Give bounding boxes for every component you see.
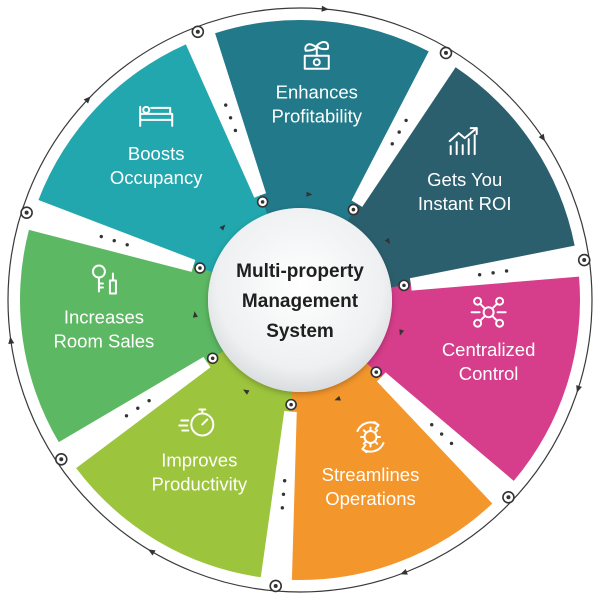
gap-dot bbox=[491, 271, 495, 275]
segment-label-room-sales-line2: Room Sales bbox=[54, 331, 155, 352]
gap-dot bbox=[124, 414, 129, 418]
money-plant-icon bbox=[303, 41, 330, 70]
inner-arrow bbox=[219, 224, 226, 231]
gap-dot bbox=[281, 492, 286, 496]
inner-arrow bbox=[306, 191, 313, 197]
segment-control bbox=[383, 276, 580, 481]
ring-arc-room-sales bbox=[188, 264, 224, 363]
gap-dot bbox=[125, 243, 129, 247]
segment-label-room-sales-line1: Increases bbox=[64, 307, 144, 328]
ring-arc-productivity bbox=[206, 350, 293, 412]
outer-ring bbox=[7, 7, 593, 593]
boundary-dot-outer-center bbox=[195, 29, 200, 34]
inner-arrow bbox=[192, 311, 198, 318]
ring-arc-roi bbox=[346, 203, 412, 288]
segment-label-occupancy-line2: Occupancy bbox=[110, 167, 203, 188]
segment-label-roi-line1: Gets You bbox=[427, 169, 502, 190]
segment-productivity bbox=[76, 366, 285, 578]
boundary-dot-inner-center bbox=[260, 200, 265, 204]
segment-room-sales bbox=[19, 229, 206, 443]
center-title-line1: Multi-property bbox=[236, 261, 364, 282]
ring-arc-occupancy bbox=[193, 194, 268, 273]
boundary-dot-inner-center bbox=[289, 402, 293, 407]
gap-dot bbox=[477, 273, 482, 277]
gap-dot bbox=[439, 432, 444, 436]
gap-dot bbox=[397, 130, 401, 134]
ring-decorations bbox=[8, 5, 591, 593]
outer-arrow bbox=[576, 385, 582, 393]
gap-dot bbox=[233, 128, 238, 133]
bed-icon bbox=[139, 105, 174, 127]
center-title-line3: System bbox=[266, 321, 334, 342]
gap-dot bbox=[136, 406, 140, 410]
inner-color-ring bbox=[188, 188, 413, 412]
gap-dot bbox=[112, 238, 116, 243]
segment-label-profitability-line2: Profitability bbox=[272, 106, 363, 127]
gap-dot bbox=[449, 441, 454, 446]
segment-label-roi-line2: Instant ROI bbox=[418, 193, 512, 214]
inner-arrow bbox=[243, 389, 250, 395]
inner-arrow bbox=[334, 395, 341, 401]
gap-dot bbox=[280, 506, 285, 510]
segment-label-occupancy-line1: Boosts bbox=[128, 143, 185, 164]
stopwatch-icon bbox=[178, 408, 215, 437]
gap-dot bbox=[504, 269, 509, 273]
boundary-dot-inner-center bbox=[374, 370, 379, 374]
segment-profitability bbox=[215, 19, 429, 203]
segment-label-operations-line1: Streamlines bbox=[322, 464, 420, 485]
outer-arrow bbox=[148, 549, 156, 556]
boundary-dot-outer-center bbox=[506, 495, 511, 500]
segment-operations bbox=[291, 379, 493, 580]
outer-arrow bbox=[400, 568, 408, 575]
gap-dot bbox=[99, 234, 103, 239]
boundary-dot-inner-center bbox=[402, 283, 406, 288]
ring-arc-control bbox=[366, 284, 413, 378]
gap-dot bbox=[390, 142, 394, 146]
ring-arc-profitability bbox=[260, 188, 358, 222]
growth-chart-icon bbox=[448, 127, 478, 156]
segment-roi bbox=[361, 67, 575, 279]
segment-label-productivity-line1: Improves bbox=[161, 449, 237, 470]
boundary-dot-outer-center bbox=[582, 258, 587, 263]
center-hub bbox=[208, 208, 392, 392]
segment-label-operations-line2: Operations bbox=[325, 488, 416, 509]
segment-label-productivity-line2: Productivity bbox=[151, 473, 247, 494]
segment-label-control-line1: Centralized bbox=[442, 339, 536, 360]
inner-arrow bbox=[384, 237, 391, 245]
boundary-dot-outer-center bbox=[273, 583, 278, 588]
outer-arrow bbox=[321, 5, 329, 12]
gap-dot bbox=[404, 118, 408, 123]
gap-dot bbox=[228, 116, 233, 120]
center-title-line2: Management bbox=[242, 291, 359, 312]
outer-arrow bbox=[8, 336, 15, 345]
gap-dot bbox=[224, 103, 228, 107]
network-nodes-icon bbox=[470, 296, 507, 328]
gap-dot bbox=[430, 423, 434, 427]
segment-label-profitability-line1: Enhances bbox=[276, 82, 358, 103]
inner-arrow bbox=[399, 329, 405, 336]
boundary-dot-inner-center bbox=[351, 207, 356, 212]
boundary-dot-outer-center bbox=[24, 210, 29, 215]
gap-dot bbox=[147, 398, 151, 403]
boundary-dot-outer-center bbox=[59, 457, 64, 462]
boundary-dot-inner-center bbox=[198, 266, 202, 270]
ring-arc-operations bbox=[289, 363, 382, 412]
boundary-dot-outer-center bbox=[443, 50, 448, 55]
segment-occupancy bbox=[38, 44, 256, 261]
gap-dot bbox=[282, 479, 287, 483]
outer-arrow bbox=[538, 133, 546, 142]
gear-cycle-icon bbox=[356, 421, 385, 454]
outer-arrow bbox=[83, 96, 91, 104]
segments-group bbox=[19, 19, 580, 580]
room-key-icon bbox=[91, 264, 117, 295]
boundary-dot-inner-center bbox=[210, 356, 215, 361]
segment-label-control-line2: Control bbox=[459, 363, 519, 384]
